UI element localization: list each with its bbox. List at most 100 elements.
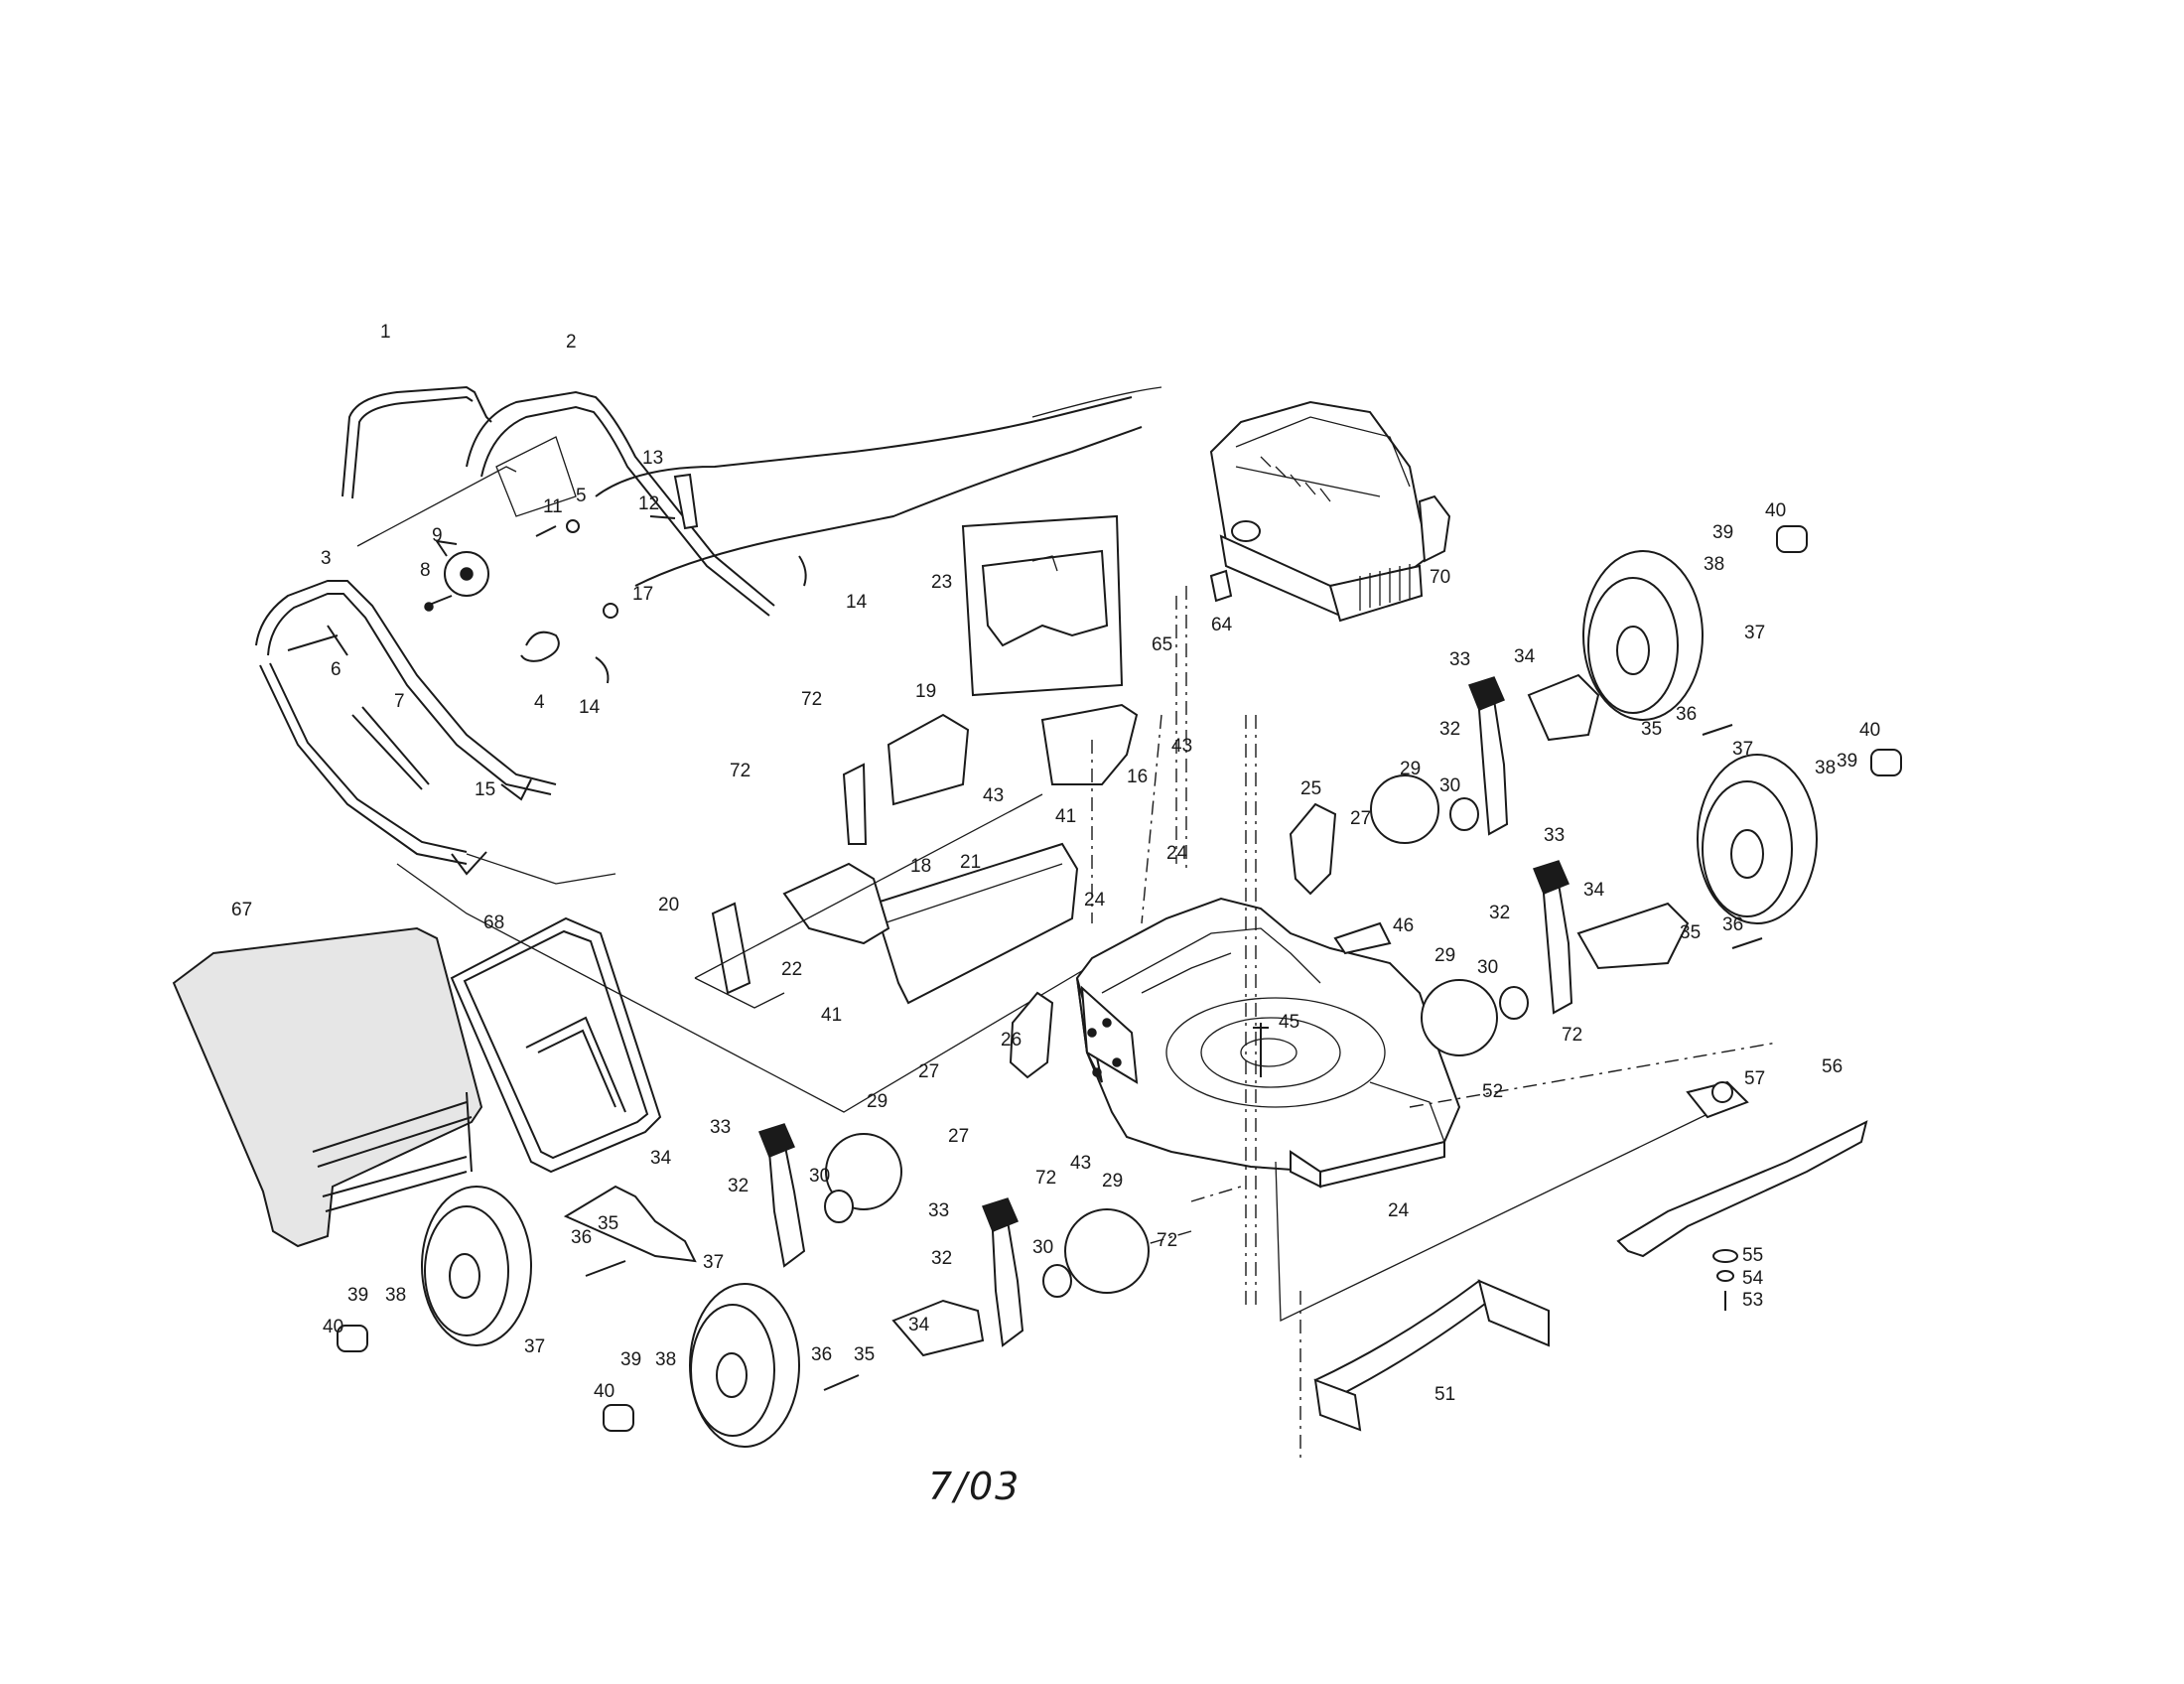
callout: 4 [534, 692, 545, 713]
callout-labels: 1 2 3 4 5 6 7 8 9 11 12 13 14 14 15 16 1… [231, 322, 1880, 1405]
control-cable [595, 386, 1162, 587]
callout: 38 [1704, 554, 1724, 575]
callout: 70 [1430, 567, 1450, 588]
callout: 36 [1722, 914, 1743, 935]
engine [1209, 400, 1451, 623]
callout: 35 [854, 1344, 875, 1365]
callout: 27 [948, 1126, 969, 1147]
callout: 29 [1434, 945, 1455, 966]
callout: 23 [931, 572, 952, 593]
callout: 72 [1157, 1230, 1177, 1251]
callout: 38 [1815, 758, 1836, 778]
callout: 36 [1676, 704, 1697, 725]
callout: 68 [483, 912, 504, 933]
callout: 25 [1300, 778, 1321, 799]
handle-hardware [287, 473, 807, 876]
callout: 2 [566, 332, 577, 352]
callout: 9 [432, 525, 443, 546]
callout: 19 [915, 681, 936, 702]
callout: 72 [1562, 1025, 1582, 1046]
callout: 37 [703, 1252, 724, 1273]
callout: 33 [1544, 825, 1565, 846]
callout: 30 [1032, 1237, 1053, 1258]
callout: 8 [420, 560, 431, 581]
date-code: 7/03 [928, 1465, 1021, 1508]
callout: 43 [1171, 736, 1192, 757]
callout: 1 [380, 322, 391, 343]
callout: 24 [1084, 890, 1106, 911]
callout: 34 [1583, 880, 1605, 901]
callout: 56 [1822, 1056, 1843, 1077]
callout: 39 [1837, 751, 1857, 772]
callout: 39 [1712, 522, 1733, 543]
callout: 41 [821, 1005, 842, 1026]
callout: 30 [1439, 775, 1460, 796]
callout: 57 [1744, 1068, 1765, 1089]
callout: 37 [524, 1336, 545, 1357]
callout: 39 [347, 1285, 368, 1306]
callout: 24 [1388, 1200, 1410, 1221]
callout: 12 [638, 493, 659, 514]
callout: 22 [781, 959, 802, 980]
callout: 13 [642, 448, 663, 469]
mower-deck [1075, 897, 1461, 1189]
callout: 30 [1477, 957, 1498, 978]
rear-door-and-brackets [694, 514, 1392, 1079]
callout: 72 [730, 761, 751, 781]
callout: 51 [1434, 1384, 1455, 1405]
callout: 32 [931, 1248, 952, 1269]
callout: 39 [620, 1349, 641, 1370]
callout: 34 [908, 1315, 930, 1335]
callout: 65 [1152, 634, 1172, 655]
callout: 35 [1641, 719, 1662, 740]
callout: 55 [1742, 1245, 1763, 1266]
callout: 33 [1449, 649, 1470, 670]
callout: 38 [655, 1349, 676, 1370]
callout: 40 [323, 1317, 343, 1337]
callout: 34 [1514, 646, 1536, 667]
callout: 29 [867, 1091, 887, 1112]
callout: 43 [983, 785, 1004, 806]
callout: 52 [1482, 1081, 1503, 1102]
callout: 32 [1489, 903, 1510, 923]
callout: 7 [394, 691, 405, 712]
callout: 33 [928, 1200, 949, 1221]
callout: 54 [1742, 1268, 1764, 1289]
callout: 29 [1400, 759, 1421, 779]
callout: 33 [710, 1117, 731, 1138]
callout: 43 [1070, 1153, 1091, 1174]
callout: 53 [1742, 1290, 1763, 1311]
callout: 18 [910, 856, 931, 877]
wheel-assemblies [337, 525, 1902, 1448]
callout: 40 [594, 1381, 614, 1402]
callout: 5 [576, 486, 587, 506]
callout: 21 [960, 852, 981, 873]
callout: 20 [658, 895, 679, 915]
callout: 27 [1350, 808, 1371, 829]
callout: 27 [918, 1061, 939, 1082]
callout: 64 [1211, 615, 1233, 635]
bag-frame [450, 916, 662, 1174]
callout: 24 [1166, 843, 1188, 864]
callout: 14 [846, 592, 868, 613]
callout: 32 [1439, 719, 1460, 740]
callout: 34 [650, 1148, 672, 1169]
callout: 35 [1680, 922, 1701, 943]
callout: 3 [321, 548, 332, 569]
callout: 72 [1035, 1168, 1056, 1189]
handle-assembly [255, 385, 1113, 1113]
callout: 17 [632, 584, 653, 605]
callout: 26 [1001, 1030, 1022, 1051]
callout: 35 [598, 1213, 618, 1234]
callout: 37 [1732, 739, 1753, 760]
callout: 14 [579, 697, 601, 718]
callout: 38 [385, 1285, 406, 1306]
callout: 45 [1279, 1012, 1299, 1033]
callout: 72 [801, 689, 822, 710]
grass-bag [172, 926, 483, 1248]
callout: 11 [543, 496, 563, 517]
callout: 40 [1859, 720, 1880, 741]
callout: 30 [809, 1166, 830, 1187]
blade-assembly [1313, 1080, 1868, 1432]
